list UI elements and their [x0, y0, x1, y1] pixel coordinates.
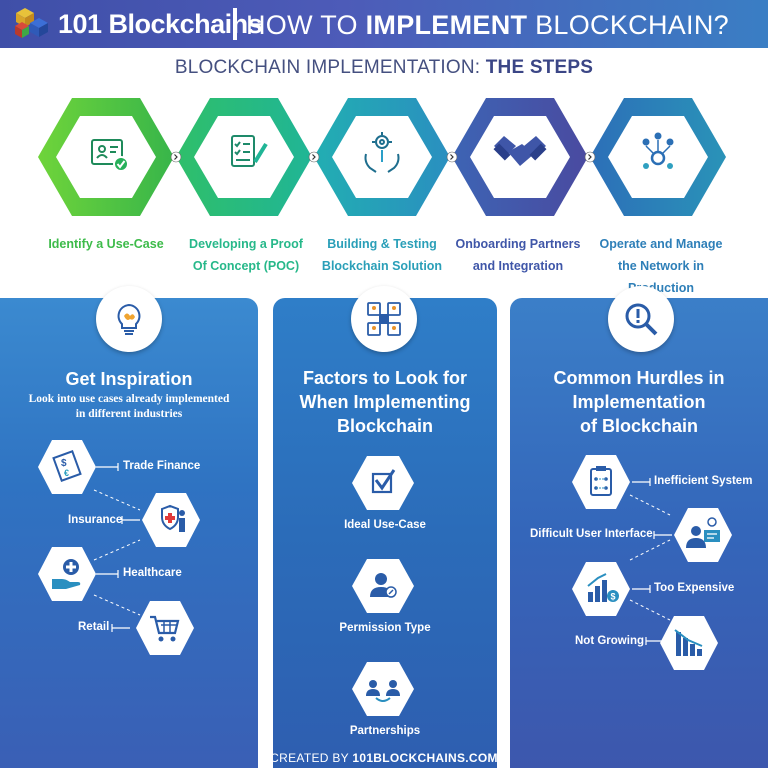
currency-exchange-icon[interactable]: $ €: [36, 436, 98, 498]
chart-down-icon[interactable]: [658, 612, 720, 674]
step-5[interactable]: [590, 98, 726, 216]
partnerships-label: Partnerships: [349, 725, 421, 737]
clipboard-flow-icon[interactable]: [570, 451, 632, 513]
svg-text:$: $: [61, 458, 67, 469]
logo-cubes-icon: [15, 8, 48, 38]
network-people-icon: [642, 132, 674, 169]
step-label-1: Identify a Use-Case: [48, 237, 164, 251]
inspiration-panel: [0, 298, 258, 768]
id-card-check-icon: [91, 139, 129, 172]
inspiration-connectors: [93, 463, 141, 632]
ideal-use-case-label: Ideal Use-Case: [344, 519, 426, 531]
footer-credit[interactable]: CREATED BY 101BLOCKCHAINS.COM: [270, 751, 498, 765]
inefficient-system-label: Inefficient System: [654, 475, 753, 487]
permission-type-label: Permission Type: [339, 622, 431, 634]
not-growing-label: Not Growing: [575, 635, 644, 647]
steps-heading: BLOCKCHAIN IMPLEMENTATION: THE STEPS: [174, 57, 594, 78]
user-key-icon[interactable]: [350, 555, 416, 617]
checkbox-icon[interactable]: [350, 452, 416, 514]
network-users-icon: [351, 286, 417, 352]
group-icon[interactable]: [350, 658, 416, 720]
header-bar: 101 Blockchains HOW TO IMPLEMENT BLOCKCH…: [0, 0, 768, 48]
chart-coin-icon[interactable]: $: [570, 558, 632, 620]
step-arrow-4: [584, 151, 596, 163]
healthcare-label: Healthcare: [123, 567, 182, 579]
hand-plus-icon[interactable]: [36, 543, 98, 605]
magnifier-alert-icon: [608, 286, 674, 352]
step-arrow-3: [446, 151, 458, 163]
hurdles-connectors: [629, 478, 672, 645]
checklist-pencil-icon: [231, 135, 268, 167]
user-screen-icon[interactable]: [672, 504, 734, 566]
family-shield-icon[interactable]: [140, 489, 202, 551]
insurance-label: Insurance: [68, 514, 123, 526]
page-title: HOW TO IMPLEMENT BLOCKCHAIN?: [246, 10, 729, 40]
svg-text:$: $: [611, 592, 616, 602]
handshake-icon: [493, 136, 547, 166]
trade-finance-label: Trade Finance: [123, 460, 201, 472]
step-2[interactable]: [176, 98, 312, 216]
step-arrow-2: [308, 151, 320, 163]
retail-label: Retail: [78, 621, 110, 633]
shopping-cart-icon[interactable]: [134, 597, 196, 659]
difficult-ui-label: Difficult User Interface: [530, 528, 653, 540]
inspiration-title: Get Inspiration: [65, 369, 193, 389]
too-expensive-label: Too Expensive: [654, 582, 735, 594]
lightbulb-brain-icon: [96, 286, 162, 352]
header-divider: [233, 8, 237, 40]
svg-text:€: €: [64, 468, 69, 478]
step-arrow-1: [170, 151, 182, 163]
steps-chain: [38, 98, 726, 216]
brand-name[interactable]: 101 Blockchains: [58, 9, 263, 39]
gear-hands-icon: [364, 132, 400, 173]
